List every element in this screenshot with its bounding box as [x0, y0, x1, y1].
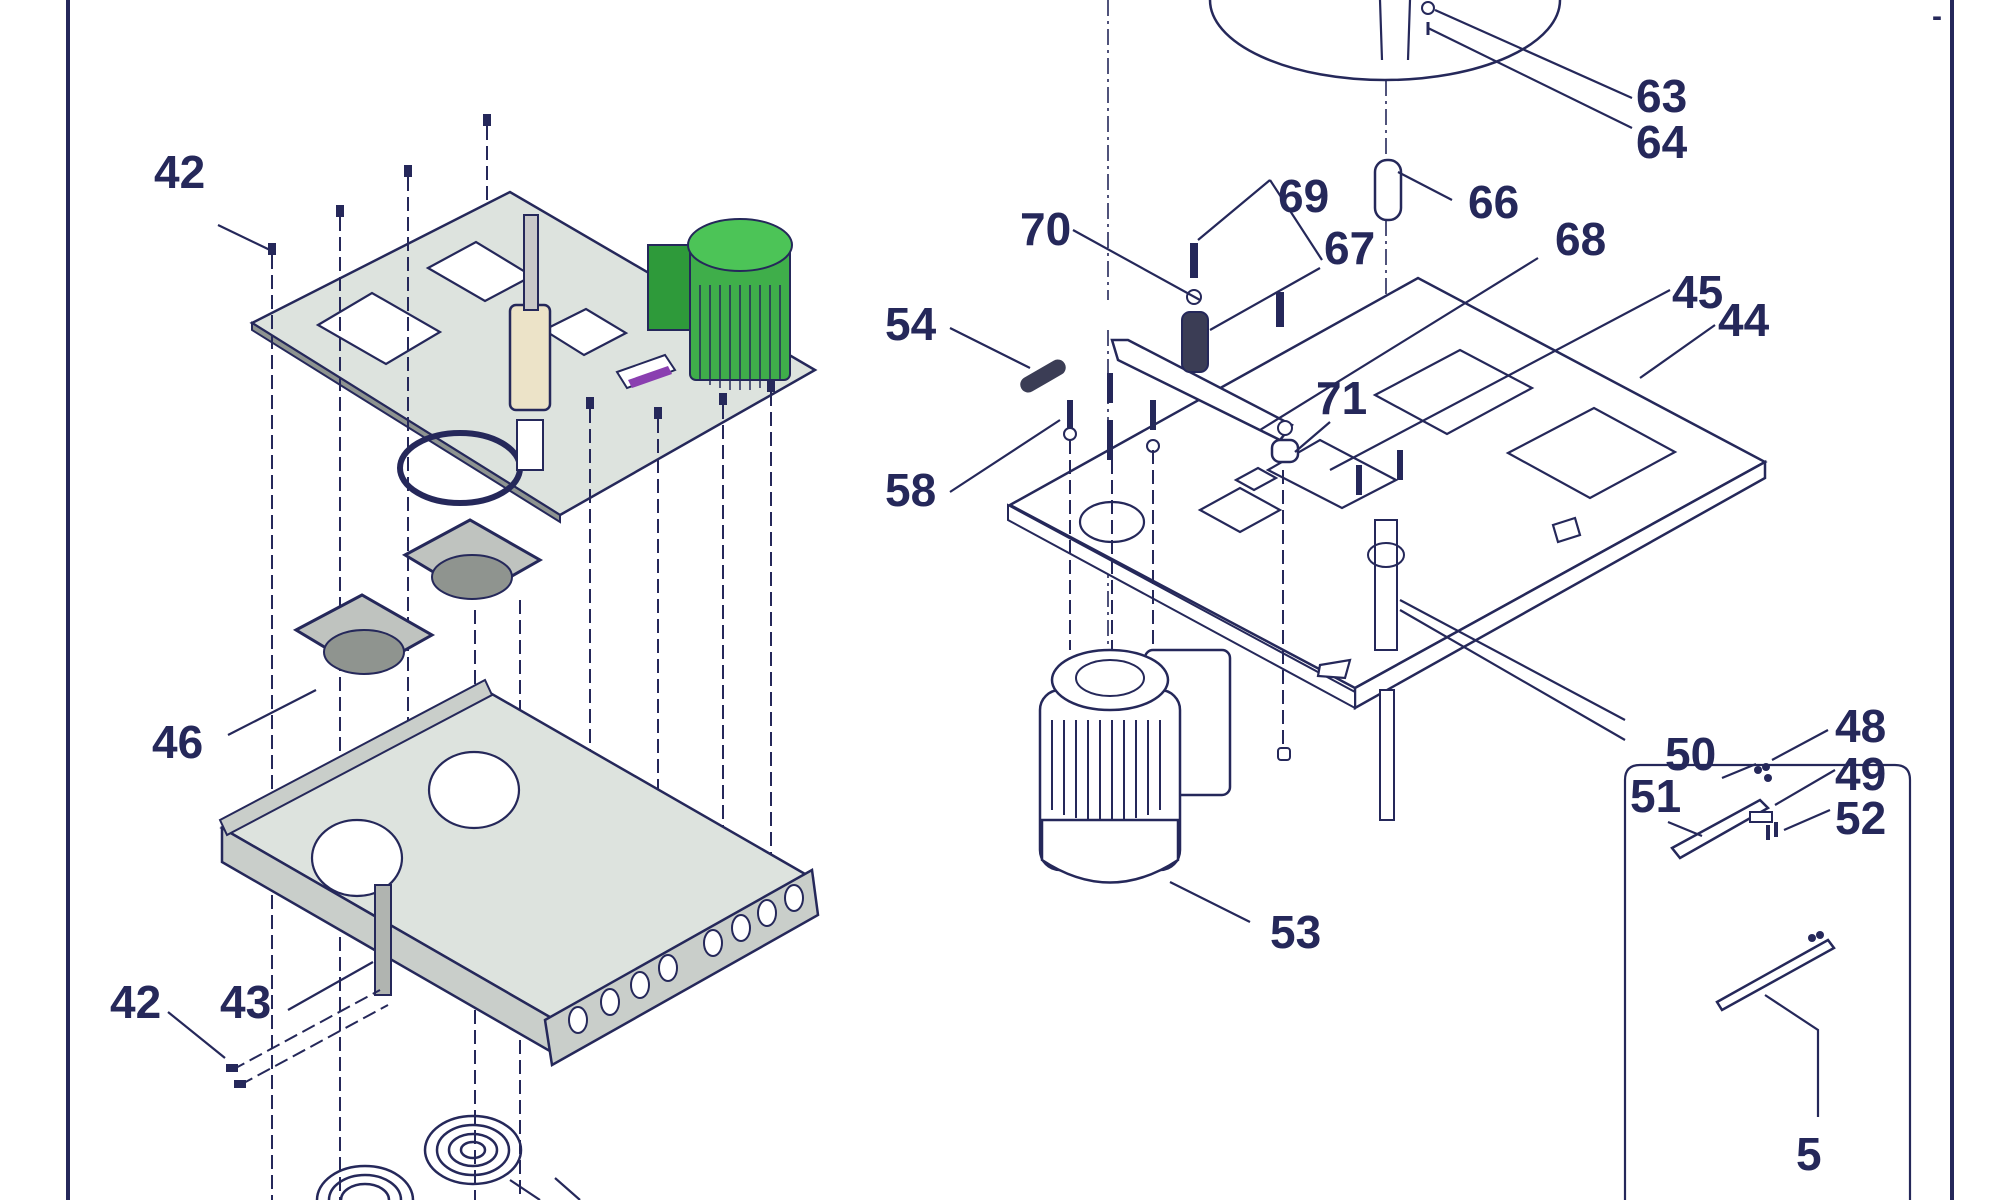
assembled-bracket-5: [1715, 938, 1836, 1012]
callout-70: 70: [1020, 203, 1071, 255]
callout-50: 50: [1665, 728, 1716, 780]
cooling-fan-2: [292, 593, 436, 675]
callout-69: 69: [1278, 170, 1329, 222]
callout-49: 49: [1835, 748, 1886, 800]
leader-lines: [167, 8, 1836, 1117]
callout-68: 68: [1555, 213, 1606, 265]
callout-46: 46: [152, 716, 203, 768]
buffer-67: [1181, 311, 1209, 373]
callout-58: 58: [885, 464, 936, 516]
callout-42-bottom: 42: [110, 976, 161, 1028]
callout-71: 71: [1316, 372, 1367, 424]
left-assembly: [218, 114, 820, 1200]
callout-42-top: 42: [154, 146, 205, 198]
callout-48: 48: [1835, 700, 1886, 752]
callout-44: 44: [1718, 294, 1770, 346]
callout-67: 67: [1324, 222, 1375, 274]
callout-52: 52: [1835, 792, 1886, 844]
callout-43: 43: [220, 976, 271, 1028]
spindle-housing: [508, 303, 552, 412]
callout-labels: 42 46 42 43 63 64 66 69 70 67 68 54 45 4…: [110, 70, 1886, 1180]
callout-63: 63: [1636, 70, 1687, 122]
callout-53: 53: [1270, 906, 1321, 958]
callout-64: 64: [1636, 116, 1688, 168]
round-table: [1208, 0, 1562, 82]
fan-grill-1: [423, 1114, 523, 1186]
motor-53: [1038, 648, 1232, 884]
callout-5: 5: [1796, 1128, 1822, 1180]
callout-54: 54: [885, 298, 937, 350]
fan-grill-2: [315, 1164, 415, 1200]
callout-45: 45: [1672, 266, 1723, 318]
spring-54: [1020, 359, 1066, 393]
bracket-43: [374, 884, 392, 996]
callout-51: 51: [1630, 770, 1681, 822]
corner-mark: -: [1932, 0, 1942, 33]
sleeve-66: [1373, 158, 1403, 222]
lower-tray: [218, 678, 820, 1067]
detail-inset-box: [1623, 763, 1912, 1200]
right-assembly: [1007, 0, 1912, 1200]
callout-66: 66: [1468, 176, 1519, 228]
bracket-51: [1670, 798, 1771, 860]
cooling-fan-1: [401, 518, 544, 600]
drive-motor-green: [647, 218, 793, 390]
